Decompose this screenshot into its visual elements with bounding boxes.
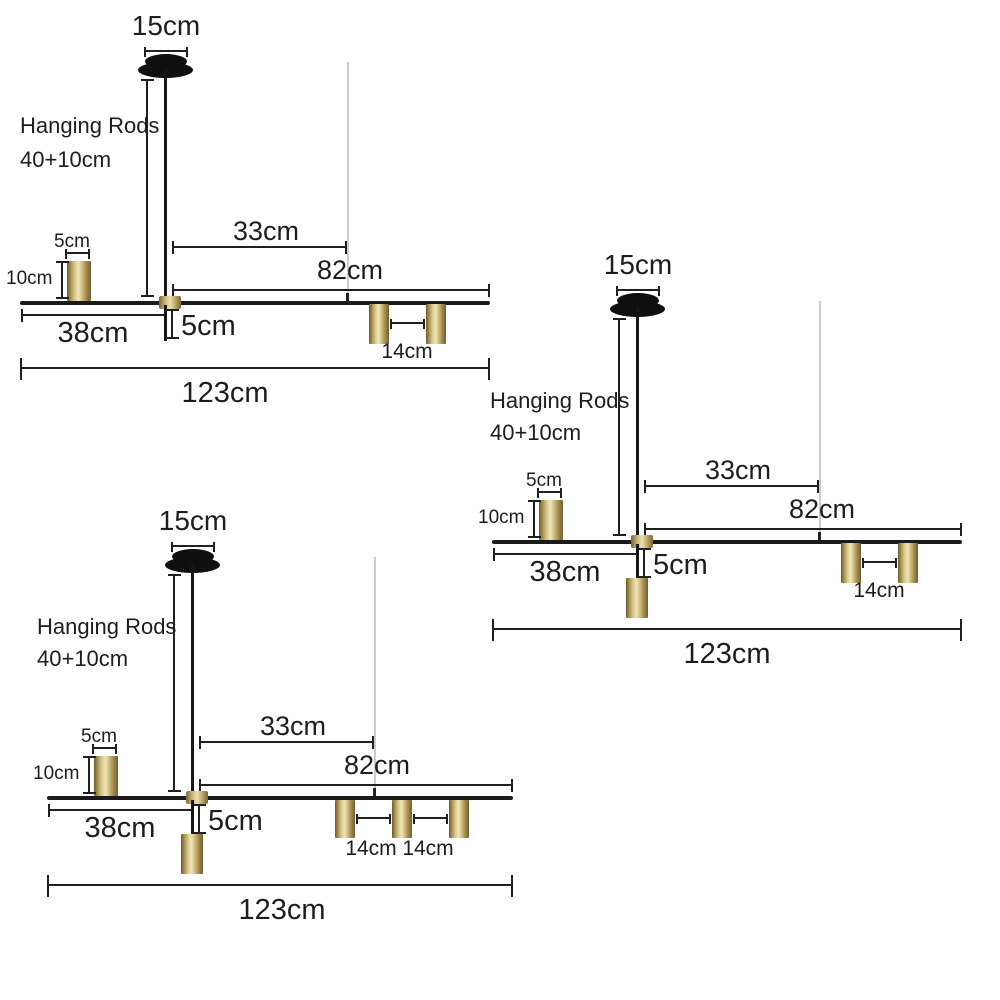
main-hanging-rod bbox=[164, 68, 167, 301]
left-span-dimension-line bbox=[493, 548, 638, 561]
downlight-spot-2 bbox=[426, 304, 446, 344]
center-to-wire-dimension-line bbox=[199, 736, 374, 749]
main-hanging-rod bbox=[191, 563, 194, 796]
left-span-label: 38cm bbox=[57, 317, 129, 349]
spot-gap-dimension-line bbox=[356, 814, 391, 824]
drop-rod bbox=[191, 800, 194, 836]
wire-attachment bbox=[818, 532, 821, 540]
total-length-label: 123cm bbox=[683, 638, 771, 670]
drop-rod-label: 5cm bbox=[208, 805, 263, 837]
suspension-wire bbox=[347, 62, 349, 301]
right-span-label: 82cm bbox=[343, 750, 411, 780]
hanging-rods-length-label: 40+10cm bbox=[490, 420, 582, 445]
spot-gap-label: 14cm bbox=[345, 837, 397, 860]
drop-rod-dimension-line bbox=[193, 804, 206, 834]
wire-attachment bbox=[373, 788, 376, 796]
total-length-dimension-line bbox=[20, 358, 490, 380]
right-span-dimension-line bbox=[199, 779, 513, 792]
spot-diameter-label: 5cm bbox=[81, 726, 117, 747]
center-to-wire-dimension-line bbox=[644, 480, 819, 493]
right-span-label: 82cm bbox=[788, 494, 856, 524]
downlight-spot-1 bbox=[841, 543, 861, 583]
uplight-spot-cylinder bbox=[539, 500, 563, 540]
total-length-label: 123cm bbox=[238, 894, 326, 926]
spot-gap-label: 14cm bbox=[853, 579, 905, 602]
canopy-width-label: 15cm bbox=[603, 249, 673, 280]
horizontal-bar bbox=[20, 301, 490, 305]
hanging-rods-label: Hanging Rods bbox=[20, 113, 160, 138]
drop-rod-dimension-line bbox=[166, 309, 179, 339]
gold-connector bbox=[631, 535, 653, 548]
downlight-spot-1 bbox=[335, 800, 355, 838]
left-span-label: 38cm bbox=[529, 556, 601, 588]
hanging-rod-dimension-line bbox=[613, 318, 626, 536]
center-to-wire-label: 33cm bbox=[232, 216, 300, 246]
suspension-wire bbox=[374, 557, 376, 796]
downlight-spot-3 bbox=[449, 800, 469, 838]
suspension-wire bbox=[819, 301, 821, 540]
canopy-width-label: 15cm bbox=[158, 505, 228, 536]
hanging-rod-dimension-line bbox=[168, 574, 181, 792]
spot-diameter-dimension-line bbox=[92, 744, 117, 754]
downlight-spot-2 bbox=[392, 800, 412, 838]
hanging-rod-dimension-line bbox=[141, 79, 154, 297]
hanging-rods-length-label: 40+10cm bbox=[37, 646, 129, 671]
spot-height-label: 10cm bbox=[478, 507, 525, 528]
spot-diameter-label: 5cm bbox=[54, 231, 90, 252]
center-to-wire-label: 33cm bbox=[704, 455, 772, 485]
spot-gap-label: 14cm bbox=[381, 340, 433, 363]
wire-attachment bbox=[346, 293, 349, 301]
canopy-width-label: 15cm bbox=[131, 10, 201, 41]
spot-gap-dimension-line bbox=[390, 319, 425, 329]
right-span-dimension-line bbox=[644, 523, 962, 536]
spot-diameter-dimension-line bbox=[65, 249, 90, 259]
spot-gap-2-dimension-line bbox=[413, 814, 448, 824]
center-downlight-spot bbox=[181, 834, 203, 874]
gold-connector bbox=[186, 791, 208, 804]
spot-height-label: 10cm bbox=[6, 268, 53, 289]
total-length-dimension-line bbox=[47, 875, 513, 897]
gold-connector bbox=[159, 296, 181, 309]
canopy-width-dimension-line bbox=[171, 542, 215, 552]
right-span-dimension-line bbox=[172, 284, 490, 297]
total-length-dimension-line bbox=[492, 619, 962, 641]
drop-rod bbox=[636, 544, 639, 580]
spot-height-dimension-line bbox=[56, 261, 69, 299]
downlight-spot-1 bbox=[369, 304, 389, 344]
horizontal-bar bbox=[492, 540, 962, 544]
drop-rod-dimension-line bbox=[638, 548, 651, 578]
uplight-spot-cylinder bbox=[94, 756, 118, 796]
uplight-spot-cylinder bbox=[67, 261, 91, 301]
spot-height-dimension-line bbox=[83, 756, 96, 794]
hanging-rods-label: Hanging Rods bbox=[37, 614, 177, 639]
downlight-spot-2 bbox=[898, 543, 918, 583]
hanging-rods-label: Hanging Rods bbox=[490, 388, 630, 413]
spot-height-label: 10cm bbox=[33, 763, 80, 784]
drop-rod bbox=[164, 305, 167, 341]
hanging-rods-length-label: 40+10cm bbox=[20, 147, 112, 172]
drop-rod-label: 5cm bbox=[653, 549, 708, 581]
left-span-dimension-line bbox=[48, 804, 193, 817]
canopy-width-dimension-line bbox=[616, 286, 660, 296]
canopy-width-dimension-line bbox=[144, 47, 188, 57]
center-to-wire-dimension-line bbox=[172, 241, 347, 254]
spot-diameter-dimension-line bbox=[537, 488, 562, 498]
left-span-dimension-line bbox=[21, 309, 166, 322]
right-span-label: 82cm bbox=[316, 255, 384, 285]
spot-gap-dimension-line bbox=[862, 558, 897, 568]
left-span-label: 38cm bbox=[84, 812, 156, 844]
spot-gap-2-label: 14cm bbox=[402, 837, 454, 860]
spot-diameter-label: 5cm bbox=[526, 470, 562, 491]
main-hanging-rod bbox=[636, 307, 639, 540]
drop-rod-label: 5cm bbox=[181, 310, 236, 342]
total-length-label: 123cm bbox=[181, 377, 269, 409]
center-downlight-spot bbox=[626, 578, 648, 618]
horizontal-bar bbox=[47, 796, 513, 800]
center-to-wire-label: 33cm bbox=[259, 711, 327, 741]
spot-height-dimension-line bbox=[528, 500, 541, 538]
